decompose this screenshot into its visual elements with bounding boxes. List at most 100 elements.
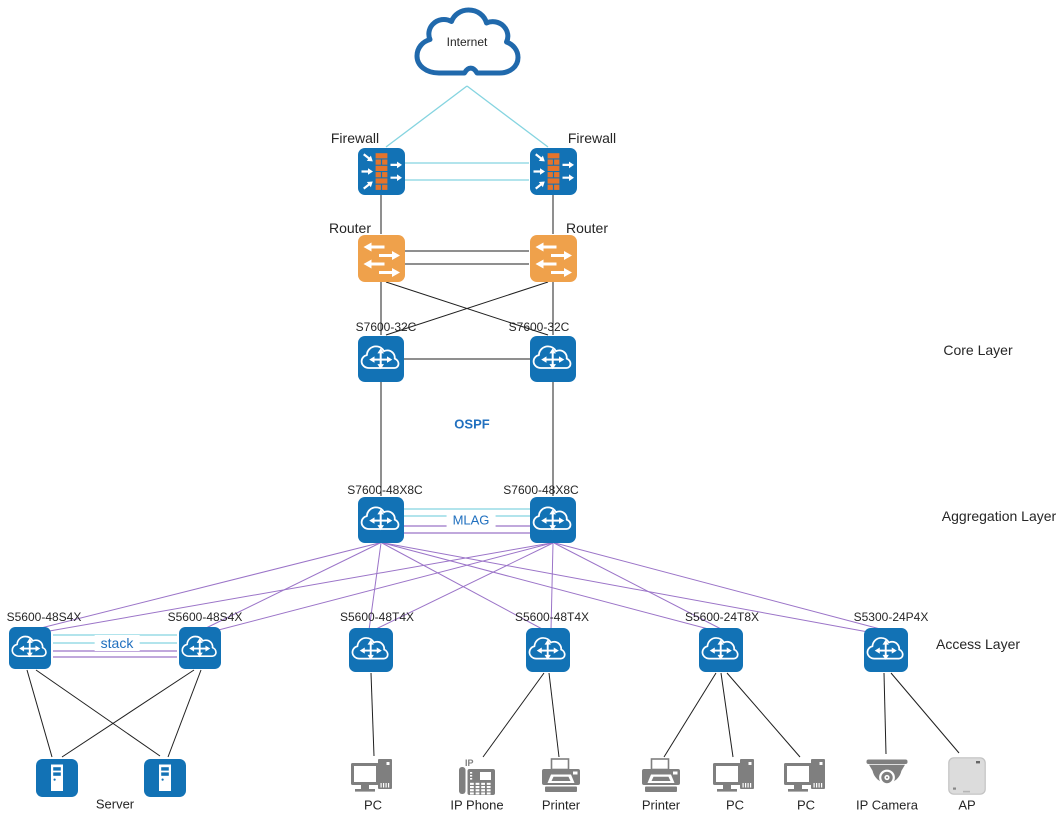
access-layer-label: Access Layer [935, 636, 1021, 652]
access-switch-5 [698, 628, 744, 672]
svg-text:IP: IP [465, 758, 474, 768]
cloud-switch-icon [530, 497, 576, 543]
pc-icon [784, 759, 825, 792]
core-switch-2 [530, 336, 576, 382]
router-1 [357, 234, 405, 282]
pc-icon [713, 759, 754, 792]
cloud-switch-icon [358, 336, 404, 382]
cloud-switch-icon [526, 628, 570, 672]
link-internet-firewall-1 [385, 85, 468, 148]
link-access-5-printer-2 [663, 672, 717, 758]
core-switch-2-label: S7600-32C [508, 320, 570, 334]
access-switch-2 [177, 627, 223, 669]
link-agg-2-access-5 [553, 542, 724, 631]
printer-1-label: Printer [541, 797, 581, 813]
firewall-icon [357, 147, 405, 195]
ip-phone: IP [456, 757, 498, 797]
cloud-switch-icon [864, 628, 908, 672]
ip-camera-icon [866, 759, 908, 786]
pc-1-label: PC [363, 797, 383, 813]
router-1-label: Router [328, 220, 372, 236]
ospf-label: OSPF [454, 416, 490, 432]
firewall-1-label: Firewall [330, 130, 380, 146]
printer-2 [639, 758, 683, 796]
ip-camera-label: IP Camera [856, 797, 918, 813]
server-2 [144, 759, 186, 797]
link-agg-2-access-2 [206, 542, 553, 634]
access-switch-2-label: S5600-48S4X [167, 610, 243, 624]
link-agg-2-access-4 [550, 542, 554, 631]
access-point [948, 757, 986, 795]
internet-cloud: Internet [409, 6, 525, 84]
link-access-5-pc-2 [720, 672, 734, 758]
access-switch-4-label: S5600-48T4X [514, 610, 590, 624]
link-router-2-core-1 [385, 281, 549, 336]
pc-1 [350, 758, 396, 796]
pc-3 [783, 758, 829, 796]
cloud-switch-icon [530, 336, 576, 382]
link-access-6-ip-camera [883, 672, 887, 755]
firewall-2-label: Firewall [567, 130, 617, 146]
link-access-4-ip-phone [482, 672, 545, 758]
link-access-2-server-2 [167, 669, 202, 758]
pc-icon [351, 759, 392, 792]
firewall-2 [529, 147, 577, 195]
ip-camera [864, 756, 910, 796]
link-agg-2-access-3 [373, 542, 554, 631]
link-access-2-server-1 [61, 669, 195, 758]
mlag-label: MLAG [446, 512, 496, 528]
pc-2-label: PC [725, 797, 745, 813]
link-access-1-server-1 [26, 669, 53, 758]
cloud-switch-icon [179, 627, 221, 669]
link-agg-1-access-1 [32, 542, 380, 631]
router-icon [357, 234, 405, 282]
access-switch-1 [7, 627, 53, 669]
server-label: Server [95, 796, 135, 812]
cloud-switch-icon [349, 628, 393, 672]
link-internet-firewall-2 [466, 85, 549, 148]
access-switch-6 [863, 628, 909, 672]
access-point-label: AP [958, 797, 976, 813]
link-access-4-printer-1 [548, 672, 560, 758]
link-agg-2-access-1 [37, 542, 552, 634]
printer-2-label: Printer [641, 797, 681, 813]
access-switch-1-label: S5600-48S4X [6, 610, 82, 624]
access-point-icon [948, 757, 986, 795]
access-switch-5-label: S5600-24T8X [684, 610, 760, 624]
aggregation-layer-label: Aggregation Layer [941, 508, 1057, 524]
router-2 [529, 234, 577, 282]
core-layer-label: Core Layer [943, 342, 1013, 358]
pc-2 [712, 758, 758, 796]
link-agg-1-access-5 [382, 542, 717, 632]
router-icon [529, 234, 577, 282]
access-switch-4 [525, 628, 571, 672]
ip-phone-icon: IP [459, 758, 495, 795]
printer-1 [539, 758, 583, 796]
internet-cloud-icon: Internet [414, 7, 521, 76]
link-agg-2-access-6 [554, 542, 885, 631]
cloud-switch-icon [358, 497, 404, 543]
router-2-label: Router [565, 220, 609, 236]
server-icon [144, 759, 186, 797]
internet-label: Internet [447, 35, 488, 49]
link-access-6-ap [890, 672, 960, 754]
aggregation-switch-1 [358, 497, 404, 543]
firewall-icon [529, 147, 577, 195]
ip-phone-label: IP Phone [450, 797, 504, 813]
core-switch-1-label: S7600-32C [355, 320, 417, 334]
printer-icon [542, 758, 580, 792]
aggregation-switch-2-label: S7600-48X8C [503, 483, 579, 497]
printer-icon [642, 758, 680, 792]
link-access-5-pc-3 [726, 672, 801, 758]
firewall-1 [357, 147, 405, 195]
stack-label: stack [94, 635, 140, 651]
access-switch-6-label: S5300-24P4X [853, 610, 929, 624]
aggregation-switch-2 [530, 497, 576, 543]
aggregation-switch-1-label: S7600-48X8C [347, 483, 423, 497]
server-1 [36, 759, 78, 797]
access-switch-3-label: S5600-48T4X [339, 610, 415, 624]
link-access-1-server-2 [35, 669, 161, 757]
pc-3-label: PC [796, 797, 816, 813]
